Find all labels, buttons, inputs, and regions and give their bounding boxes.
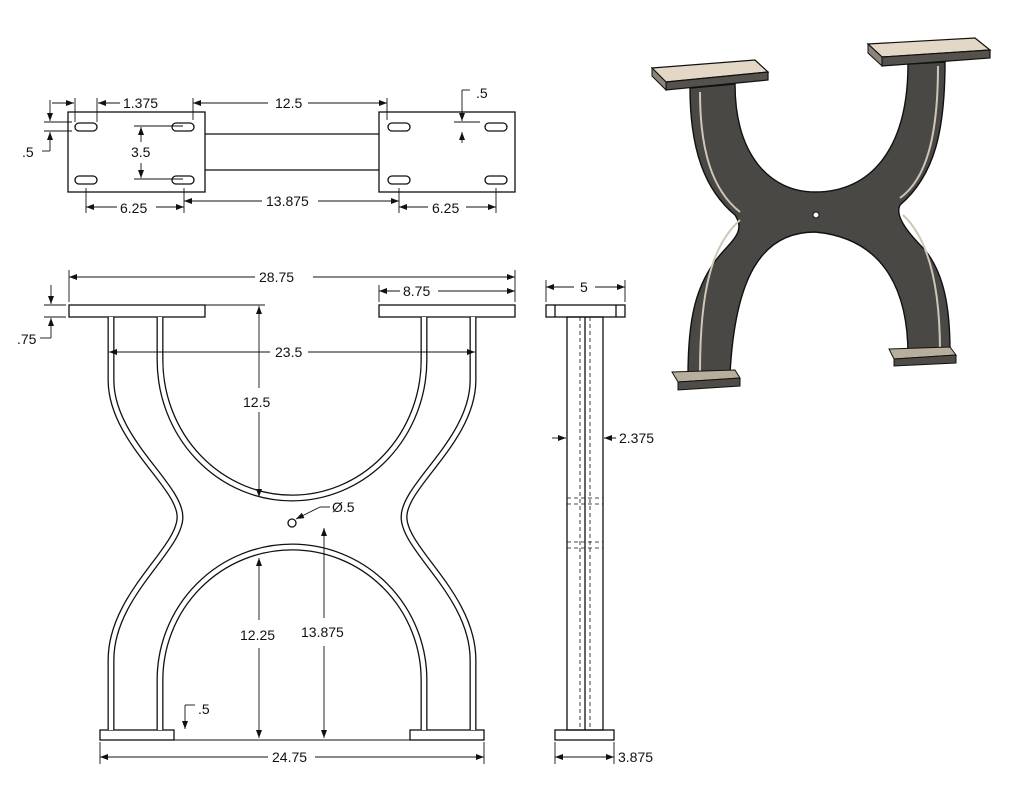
dim-column-width: 2.375: [619, 430, 654, 446]
dim-upper-arch-height: 12.5: [243, 394, 270, 410]
dim-plate-depth: 5: [580, 279, 588, 295]
center-hole: [287, 518, 297, 528]
isometric-render: [650, 37, 992, 391]
iso-center-hole: [812, 211, 820, 219]
front-left-foot: [99, 729, 175, 741]
top-dimensions: 1.375 12.5 .5 3.5 .5: [22, 85, 497, 216]
side-view: 5 2.375 3.875: [545, 279, 654, 765]
dim-hole-spacing-right: 6.25: [432, 200, 459, 216]
dim-foot-depth: 3.875: [618, 749, 653, 765]
dim-inner-width: 23.5: [275, 344, 302, 360]
dim-hole-gap: 13.875: [266, 193, 309, 209]
dim-slot-top-edge: .5: [476, 85, 488, 101]
dim-foot-thickness: .5: [198, 701, 210, 717]
dim-foot-span: 24.75: [272, 749, 307, 765]
front-left-plate: [68, 304, 206, 318]
side-top-plate: [545, 304, 626, 318]
front-dimensions: 28.75 8.75 .75 23.5 12.5 Ø.5 12.25: [17, 269, 516, 765]
mounting-slots: [74, 122, 508, 185]
dim-hole-diameter: Ø.5: [332, 499, 355, 515]
side-dimensions: 5 2.375 3.875: [545, 279, 654, 765]
front-right-foot: [409, 729, 485, 741]
front-right-plate: [378, 304, 516, 318]
dim-slot-offset: 1.375: [123, 95, 158, 111]
dim-span-top: 12.5: [275, 95, 302, 111]
left-top-plate: [67, 111, 206, 193]
dim-overall-width: 28.75: [259, 269, 294, 285]
dim-lower-arch-height: 12.25: [240, 627, 275, 643]
side-foot: [554, 729, 615, 741]
dim-hole-spacing-left: 6.25: [120, 200, 147, 216]
right-top-plate: [378, 111, 516, 193]
dim-slot-edge: .5: [22, 144, 34, 160]
dim-plate-width: 8.75: [403, 283, 430, 299]
dim-slot-spacing: 3.5: [131, 144, 151, 160]
top-view: 1.375 12.5 .5 3.5 .5: [22, 85, 516, 216]
frame-outline: [107, 317, 477, 730]
dim-plate-thickness: .75: [17, 331, 37, 347]
dim-center-height: 13.875: [301, 624, 344, 640]
front-view: 28.75 8.75 .75 23.5 12.5 Ø.5 12.25: [17, 269, 516, 765]
